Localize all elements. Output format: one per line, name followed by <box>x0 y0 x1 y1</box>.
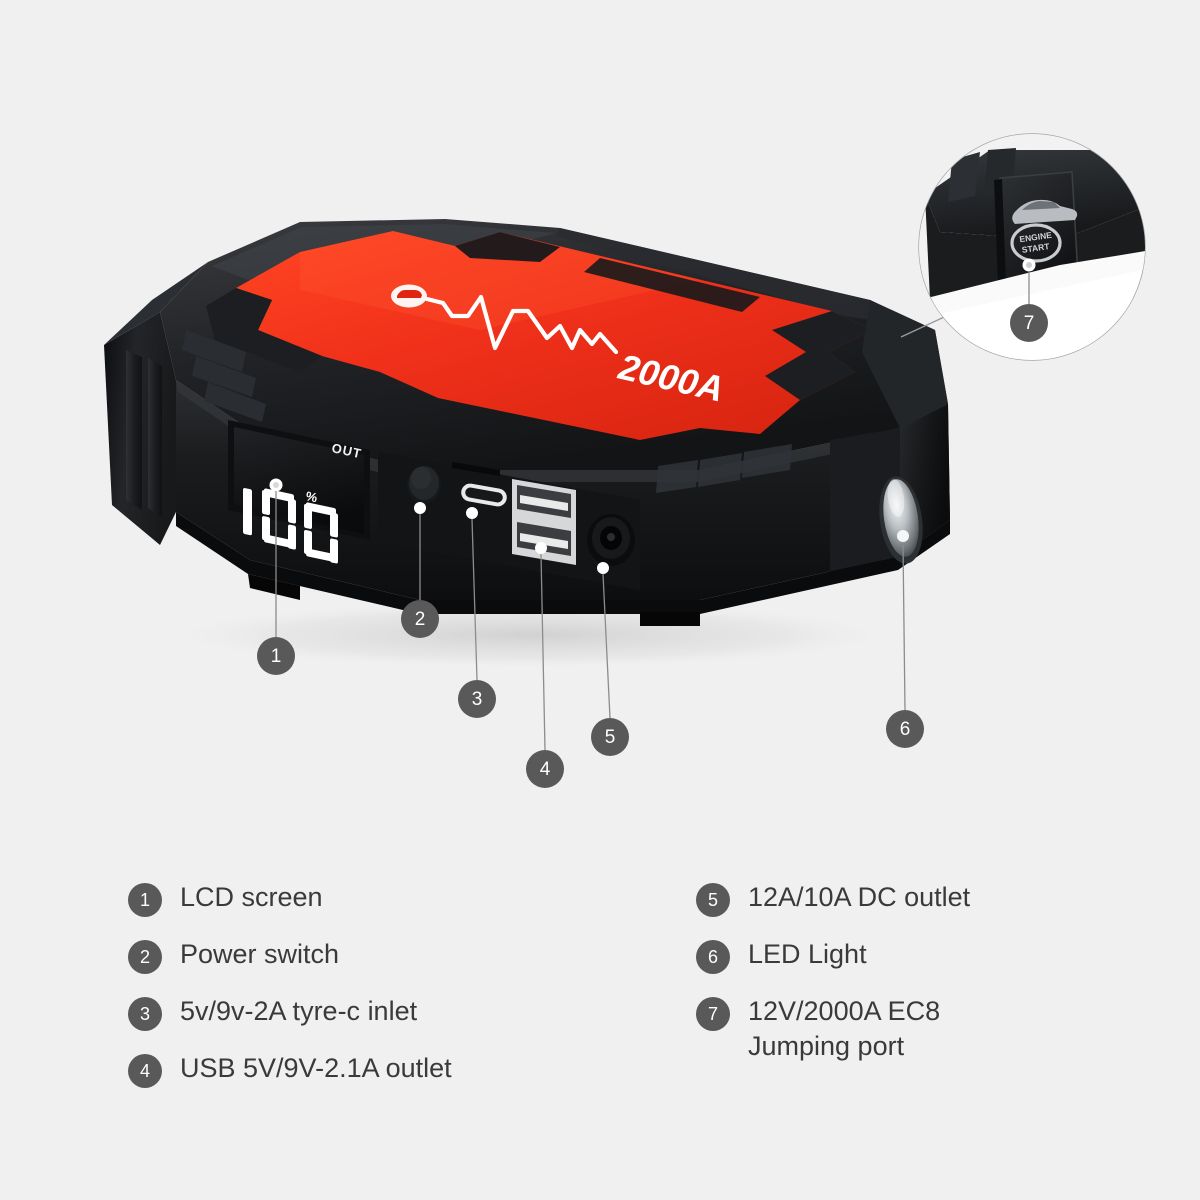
red-top-panel <box>236 231 872 440</box>
port-panel-slot-top <box>452 462 500 476</box>
legend-label-3: 5v/9v-2A tyre-c inlet <box>180 996 418 1026</box>
leader-line-6 <box>902 544 906 711</box>
top-edge-strip <box>556 228 930 329</box>
emblem-line2: START <box>1021 241 1051 255</box>
base-edge <box>176 512 950 614</box>
legend: 1 LCD screen 2 Power switch 3 5v/9v-2A t… <box>128 880 1138 1140</box>
lcd-out-label: OUT <box>330 440 363 461</box>
legend-label-5: 12A/10A DC outlet <box>748 882 971 912</box>
anchor-dot-4 <box>535 542 547 554</box>
dc-barrel-jack <box>587 514 635 566</box>
legend-item-jumping-port[interactable]: 7 12V/2000A EC8 Jumping port <box>696 994 1136 1064</box>
inset-body-ribs <box>948 152 980 202</box>
legend-label-4: USB 5V/9V-2.1A outlet <box>180 1053 452 1083</box>
lcd-screen-assembly: % OUT <box>228 420 370 564</box>
legend-item-dc-outlet[interactable]: 5 12A/10A DC outlet <box>696 880 1136 917</box>
legend-label-1: LCD screen <box>180 882 323 912</box>
legend-label-7: 12V/2000A EC8 Jumping port <box>748 996 941 1062</box>
left-shoulder-ribs <box>182 330 266 422</box>
right-cap-top-facet <box>862 300 948 428</box>
ecg-polyline <box>424 294 619 355</box>
inset-flap-hinge <box>994 179 1006 283</box>
usb-a-tongue-lower <box>520 533 568 549</box>
legend-label-6: LED Light <box>748 939 867 969</box>
ecg-heartbeat-graphic <box>391 284 619 355</box>
inset-detail-circle: ENGINE START <box>900 133 1146 361</box>
legend-bullet-5: 5 <box>696 883 730 917</box>
red-panel-right-notch <box>765 311 872 400</box>
callout-bubble-5[interactable]: 5 <box>591 718 629 756</box>
engine-start-emblem <box>1010 223 1062 263</box>
base-foot-right <box>640 612 700 626</box>
product-shadow <box>160 601 900 669</box>
callout-bubble-7[interactable]: 7 <box>1010 304 1048 342</box>
right-shoulder-ribs <box>656 444 792 493</box>
lcd-digits <box>243 488 338 564</box>
callout-leader-lines <box>275 272 1030 751</box>
product-body: 2000A <box>104 219 950 626</box>
emblem-line1: ENGINE <box>1019 230 1053 244</box>
legend-label-2: Power switch <box>180 939 340 969</box>
legend-item-usb-c-inlet[interactable]: 3 5v/9v-2A tyre-c inlet <box>128 994 688 1031</box>
anchor-dot-5 <box>597 562 609 574</box>
left-cap-top-facet <box>104 262 208 345</box>
legend-bullet-1: 1 <box>128 883 162 917</box>
anchor-dot-2 <box>414 502 426 514</box>
callout-bubble-6[interactable]: 6 <box>886 710 924 748</box>
led-emitter <box>897 530 909 542</box>
led-lens <box>883 479 919 557</box>
legend-item-power-switch[interactable]: 2 Power switch <box>128 937 688 974</box>
callout-bubble-1[interactable]: 1 <box>257 637 295 675</box>
red-panel-left-notch <box>206 288 322 372</box>
leader-line-3 <box>471 518 478 681</box>
usb-c-port <box>461 483 507 507</box>
legend-bullet-6: 6 <box>696 940 730 974</box>
legend-bullet-4: 4 <box>128 1054 162 1088</box>
left-cap-ribs <box>126 350 162 517</box>
led-light <box>879 476 923 564</box>
anchor-dot-3 <box>466 507 478 519</box>
callout-bubble-4[interactable]: 4 <box>526 750 564 788</box>
legend-column-right: 5 12A/10A DC outlet 6 LED Light 7 12V/20… <box>696 880 1136 1084</box>
legend-bullet-2: 2 <box>128 940 162 974</box>
legend-column-left: 1 LCD screen 2 Power switch 3 5v/9v-2A t… <box>128 880 688 1108</box>
legend-item-lcd-screen[interactable]: 1 LCD screen <box>128 880 688 917</box>
legend-bullet-7: 7 <box>696 997 730 1031</box>
port-panel <box>378 452 640 590</box>
leader-line-5 <box>602 573 611 719</box>
red-panel-top-wedge2 <box>584 258 760 312</box>
base-foot-left <box>248 574 300 600</box>
red-panel-top-wedge <box>455 232 560 262</box>
usb-a-ports <box>512 479 576 565</box>
legend-bullet-3: 3 <box>128 997 162 1031</box>
legend-item-led-light[interactable]: 6 LED Light <box>696 937 1136 974</box>
usb-a-tongue-upper <box>520 495 568 511</box>
callout-bubble-3[interactable]: 3 <box>458 680 496 718</box>
legend-item-usb-outlet[interactable]: 4 USB 5V/9V-2.1A outlet <box>128 1051 688 1088</box>
leader-line-4 <box>540 553 546 751</box>
lcd-percent-symbol: % <box>304 488 319 505</box>
callout-bubble-2[interactable]: 2 <box>401 600 439 638</box>
right-cap-front-panel <box>830 428 900 572</box>
power-button <box>407 466 441 504</box>
